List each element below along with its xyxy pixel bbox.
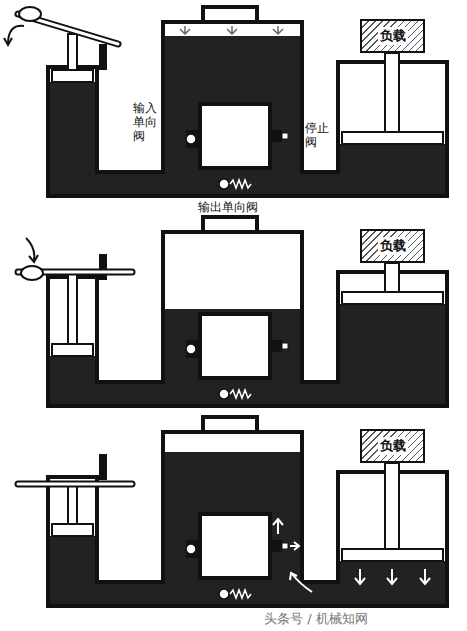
load-block: 负载: [360, 429, 425, 463]
valve-label: 输出单向阀: [198, 201, 258, 215]
load-block: 负载: [360, 19, 425, 53]
load-text: 负载: [378, 27, 408, 45]
load-block: 负载: [360, 229, 425, 263]
load-text: 负载: [378, 437, 408, 455]
watermark: 头条号 / 机械知网: [264, 612, 368, 627]
load-text: 负载: [378, 237, 408, 255]
valve-label: 输入单向阀: [133, 102, 157, 143]
valve-label: 停止阀: [305, 122, 329, 150]
